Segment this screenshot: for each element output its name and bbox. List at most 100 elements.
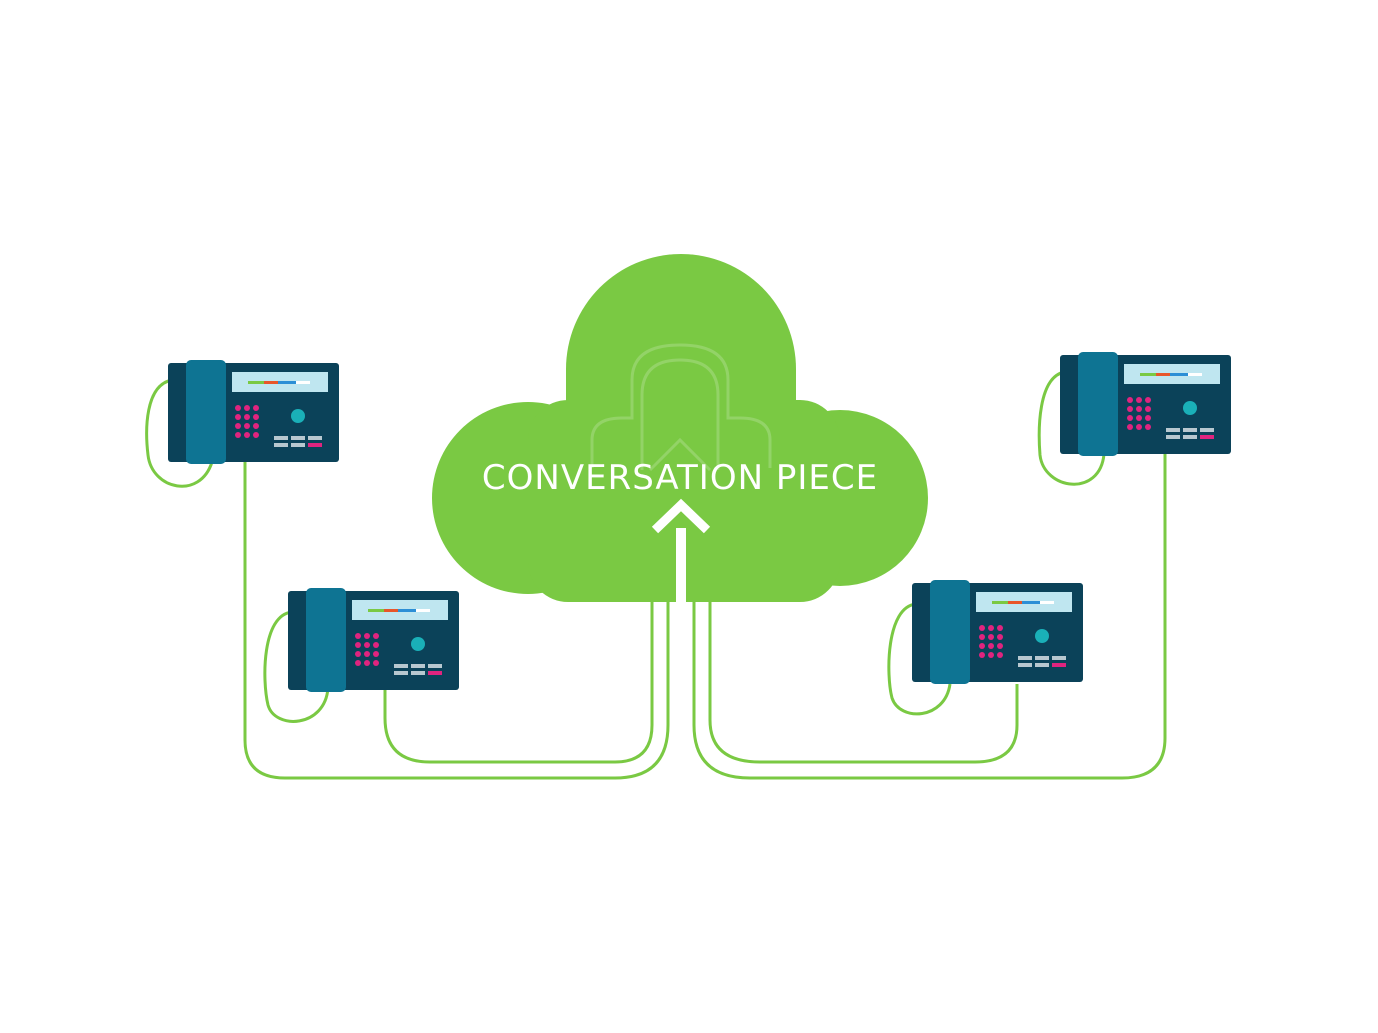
keypad-key bbox=[997, 625, 1003, 631]
keypad-key bbox=[1127, 424, 1133, 430]
soft-key bbox=[1018, 656, 1032, 660]
soft-key bbox=[1183, 435, 1197, 439]
keypad-key bbox=[355, 651, 361, 657]
cable-bottom-right-trunk bbox=[708, 600, 1019, 764]
status-bar-segment bbox=[1022, 601, 1040, 604]
keypad-key bbox=[1145, 415, 1151, 421]
keypad-key bbox=[253, 414, 259, 420]
status-bar-segment bbox=[1188, 373, 1202, 376]
keypad-key bbox=[1136, 424, 1142, 430]
keypad-key bbox=[364, 633, 370, 639]
keypad-key bbox=[244, 405, 250, 411]
keypad-key bbox=[355, 642, 361, 648]
cable-top-right-trunk bbox=[692, 454, 1167, 780]
cable-top-left-trunk bbox=[243, 462, 670, 780]
soft-key bbox=[1052, 656, 1066, 660]
cable-bottom-left-trunk bbox=[383, 600, 654, 764]
status-bar-segment bbox=[1170, 373, 1188, 376]
keypad-key bbox=[988, 625, 994, 631]
status-bar-segment bbox=[398, 609, 416, 612]
soft-key bbox=[308, 443, 322, 447]
keypad-key bbox=[979, 643, 985, 649]
status-bar-segment bbox=[296, 381, 310, 384]
soft-key bbox=[1200, 435, 1214, 439]
dial-button-icon bbox=[1183, 401, 1197, 415]
keypad-key bbox=[373, 660, 379, 666]
soft-key bbox=[1166, 428, 1180, 432]
status-bar-segment bbox=[384, 609, 398, 612]
phone-top-right bbox=[1060, 352, 1231, 456]
soft-key bbox=[1166, 435, 1180, 439]
soft-key bbox=[308, 436, 322, 440]
cable-bottom-right-coil bbox=[887, 602, 952, 716]
status-bar-segment bbox=[368, 609, 384, 612]
soft-key bbox=[1018, 663, 1032, 667]
cable-top-left-coil bbox=[145, 378, 214, 488]
status-bar-segment bbox=[1008, 601, 1022, 604]
cloud-title: CONVERSATION PIECE bbox=[482, 458, 878, 498]
soft-key bbox=[1035, 656, 1049, 660]
keypad-key bbox=[1145, 406, 1151, 412]
status-bar-segment bbox=[264, 381, 278, 384]
soft-key bbox=[1200, 428, 1214, 432]
cloud-watermark-icon bbox=[590, 343, 772, 472]
soft-key bbox=[394, 664, 408, 668]
keypad-key bbox=[1127, 397, 1133, 403]
keypad-key bbox=[244, 423, 250, 429]
keypad-key bbox=[997, 652, 1003, 658]
soft-key bbox=[291, 436, 305, 440]
dial-button-icon bbox=[1035, 629, 1049, 643]
soft-key bbox=[1035, 663, 1049, 667]
keypad-key bbox=[988, 652, 994, 658]
handset-icon bbox=[186, 360, 226, 464]
soft-key bbox=[428, 664, 442, 668]
status-bar-segment bbox=[1156, 373, 1170, 376]
keypad-key bbox=[988, 643, 994, 649]
keypad-key bbox=[1127, 406, 1133, 412]
status-bar-segment bbox=[248, 381, 264, 384]
handset-icon bbox=[306, 588, 346, 692]
soft-key bbox=[1183, 428, 1197, 432]
phones bbox=[168, 352, 1231, 692]
soft-key bbox=[411, 664, 425, 668]
status-bar-segment bbox=[992, 601, 1008, 604]
soft-key bbox=[394, 671, 408, 675]
keypad-key bbox=[235, 405, 241, 411]
keypad-key bbox=[979, 625, 985, 631]
keypad-key bbox=[373, 642, 379, 648]
phone-top-left bbox=[168, 360, 339, 464]
keypad-key bbox=[979, 652, 985, 658]
keypad-key bbox=[373, 651, 379, 657]
keypad-key bbox=[253, 432, 259, 438]
keypad-key bbox=[979, 634, 985, 640]
keypad-key bbox=[253, 423, 259, 429]
keypad-key bbox=[1136, 397, 1142, 403]
keypad-key bbox=[235, 414, 241, 420]
keypad-key bbox=[1145, 424, 1151, 430]
soft-key bbox=[428, 671, 442, 675]
keypad-key bbox=[364, 660, 370, 666]
keypad-key bbox=[1136, 415, 1142, 421]
keypad-key bbox=[244, 414, 250, 420]
phone-bottom-left bbox=[288, 588, 459, 692]
keypad-key bbox=[235, 423, 241, 429]
keypad-key bbox=[355, 660, 361, 666]
phone-bottom-right bbox=[912, 580, 1083, 684]
status-bar-segment bbox=[1040, 601, 1054, 604]
phone-cables bbox=[145, 370, 1167, 780]
keypad-key bbox=[988, 634, 994, 640]
keypad-key bbox=[235, 432, 241, 438]
keypad-key bbox=[373, 633, 379, 639]
keypad-key bbox=[1145, 397, 1151, 403]
soft-key bbox=[274, 436, 288, 440]
dial-button-icon bbox=[411, 637, 425, 651]
handset-icon bbox=[1078, 352, 1118, 456]
soft-key bbox=[291, 443, 305, 447]
keypad-key bbox=[364, 651, 370, 657]
keypad-key bbox=[1127, 415, 1133, 421]
dial-button-icon bbox=[291, 409, 305, 423]
handset-icon bbox=[930, 580, 970, 684]
status-bar-segment bbox=[278, 381, 296, 384]
keypad-key bbox=[1136, 406, 1142, 412]
